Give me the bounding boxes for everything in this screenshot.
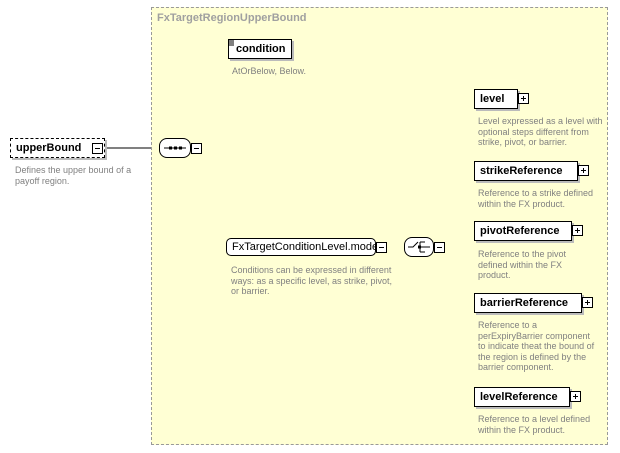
level-element[interactable]: level xyxy=(474,89,518,109)
level-reference-element[interactable]: levelReference xyxy=(474,387,570,407)
model-description: Conditions can be expressed in different… xyxy=(231,265,393,296)
collapse-icon[interactable] xyxy=(92,143,103,154)
choice-collapse-icon[interactable] xyxy=(434,242,445,253)
strike-reference-description: Reference to a strike defined within the… xyxy=(478,188,594,209)
condition-element[interactable]: condition xyxy=(228,39,292,59)
choice-icon xyxy=(408,241,430,253)
level-description: Level expressed as a level with optional… xyxy=(478,116,603,147)
upper-bound-label: upperBound xyxy=(16,142,82,154)
barrier-reference-expand-icon[interactable] xyxy=(582,297,593,308)
barrier-reference-label: barrierReference xyxy=(480,297,569,309)
pivot-reference-expand-icon[interactable] xyxy=(572,225,583,236)
sequence-collapse-icon[interactable] xyxy=(191,143,202,154)
choice-compositor[interactable] xyxy=(404,237,434,257)
model-collapse-icon[interactable] xyxy=(376,242,387,253)
condition-description: AtOrBelow, Below. xyxy=(232,66,307,76)
model-group-label: FxTargetConditionLevel.model xyxy=(232,241,381,253)
level-reference-description: Reference to a level defined within the … xyxy=(478,414,591,435)
upper-bound-element[interactable]: upperBound xyxy=(10,138,105,158)
sequence-icon xyxy=(164,146,186,150)
fx-target-condition-level-model-group[interactable]: FxTargetConditionLevel.model xyxy=(226,238,381,256)
sequence-compositor[interactable] xyxy=(159,138,191,158)
strike-reference-label: strikeReference xyxy=(480,165,563,177)
barrier-reference-description: Reference to a perExpiryBarrier componen… xyxy=(478,320,595,372)
condition-label: condition xyxy=(236,43,286,55)
level-label: level xyxy=(480,93,505,105)
level-reference-expand-icon[interactable] xyxy=(570,391,581,402)
pivot-reference-description: Reference to the pivot defined within th… xyxy=(478,249,567,280)
region-title: FxTargetRegionUpperBound xyxy=(157,12,307,24)
strike-reference-element[interactable]: strikeReference xyxy=(474,161,578,181)
barrier-reference-element[interactable]: barrierReference xyxy=(474,293,582,313)
pivot-reference-element[interactable]: pivotReference xyxy=(474,221,572,241)
pivot-reference-label: pivotReference xyxy=(480,225,560,237)
strike-reference-expand-icon[interactable] xyxy=(578,165,589,176)
level-reference-label: levelReference xyxy=(480,391,558,403)
attribute-list-icon xyxy=(229,40,234,46)
upper-bound-description: Defines the upper bound of a payoff regi… xyxy=(15,165,132,186)
level-expand-icon[interactable] xyxy=(518,93,529,104)
